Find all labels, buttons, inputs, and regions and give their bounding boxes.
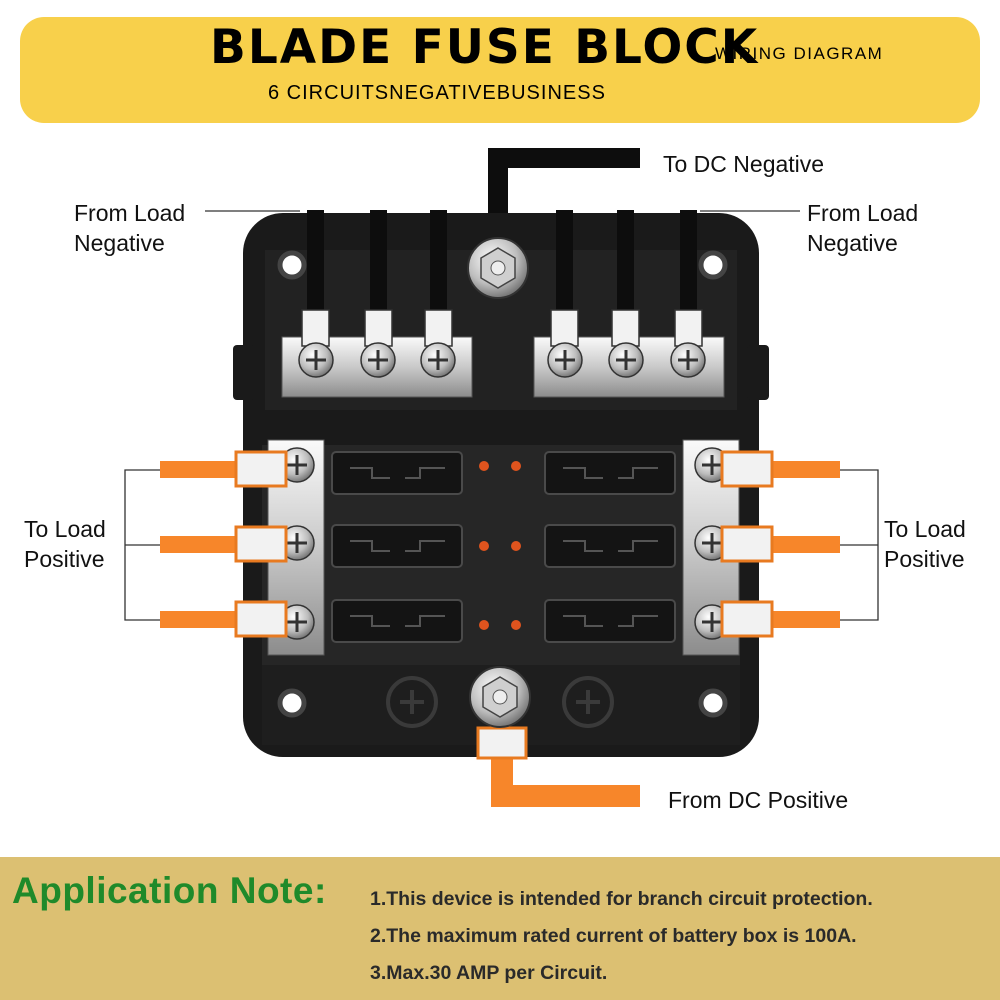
- load-negative-wires: [301, 210, 703, 347]
- callout-lines: [124, 210, 879, 621]
- application-note-line: 3.Max.30 AMP per Circuit.: [370, 962, 608, 984]
- label-line: From Load: [74, 200, 186, 226]
- dc-positive-wire: [476, 726, 640, 807]
- diagram-subtitle: 6 CIRCUITSNEGATIVEBUSINESS: [268, 82, 606, 104]
- diagram-title: BLADE FUSE BLOCK: [210, 20, 760, 75]
- label-line: Negative: [807, 230, 898, 256]
- to-load-positive-right-label: To Load Positive: [884, 514, 966, 574]
- label-line: Positive: [24, 546, 105, 572]
- to-dc-negative-label: To DC Negative: [663, 151, 825, 177]
- to-load-positive-left-label: To Load Positive: [24, 514, 106, 574]
- from-load-negative-left-label: From Load Negative: [74, 198, 185, 258]
- label-line: To Load: [884, 516, 966, 542]
- fuse-slots: [331, 451, 676, 643]
- negative-stud: [467, 237, 529, 299]
- application-note-line: 1.This device is intended for branch cir…: [370, 888, 873, 910]
- positive-stud: [469, 666, 531, 728]
- label-line: To Load: [24, 516, 106, 542]
- label-line: Positive: [884, 546, 965, 572]
- application-note-band: [0, 857, 1000, 1000]
- label-line: Negative: [74, 230, 165, 256]
- load-positive-wires: [160, 450, 840, 638]
- application-note-line: 2.The maximum rated current of battery b…: [370, 925, 857, 947]
- mounting-holes: [277, 250, 728, 718]
- from-load-negative-right-label: From Load Negative: [807, 198, 918, 258]
- indicator-leds: [479, 461, 521, 630]
- fuse-block-diagram: [124, 148, 879, 807]
- application-note-title: Application Note:: [12, 870, 327, 911]
- label-line: From Load: [807, 200, 919, 226]
- diagram-title-suffix: WIRING DIAGRAM: [715, 44, 884, 63]
- fuse-slot-inner: [350, 467, 658, 627]
- from-dc-positive-label: From DC Positive: [668, 787, 849, 813]
- negative-terminal-screws: [298, 342, 706, 378]
- title-banner: [20, 17, 980, 123]
- bottom-cover-marks: [386, 676, 614, 728]
